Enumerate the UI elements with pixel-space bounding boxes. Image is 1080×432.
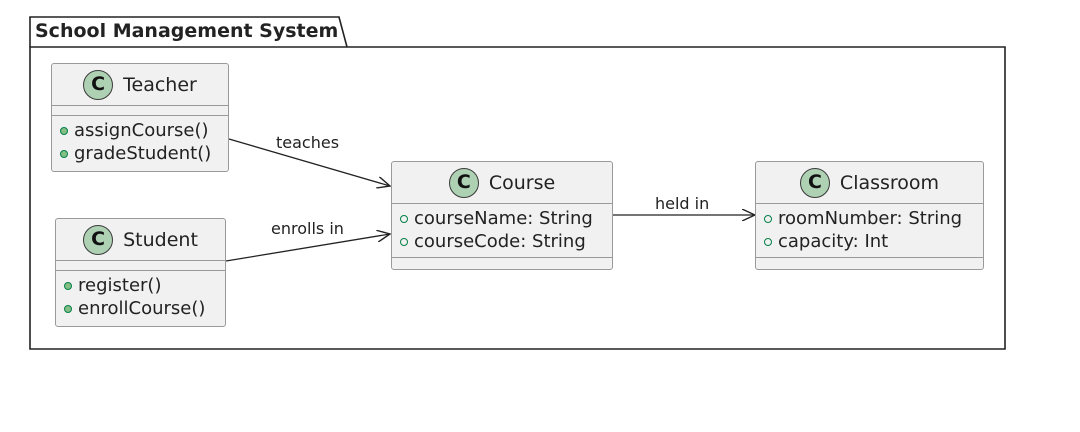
class-classroom[interactable]: C Classroom roomNumber: String capacity:…: [755, 161, 984, 270]
method-item: enrollCourse(): [64, 297, 217, 320]
class-name: Classroom: [839, 171, 940, 194]
method-item: assignCourse(): [60, 119, 220, 142]
held-in-label: held in: [655, 194, 710, 213]
class-header: C Teacher: [52, 64, 228, 106]
fields-compartment: roomNumber: String capacity: Int: [756, 204, 983, 258]
public-method-icon: [60, 126, 68, 135]
class-c-icon: C: [799, 167, 830, 198]
field-item: courseCode: String: [400, 230, 604, 253]
field-label: roomNumber: String: [778, 208, 963, 229]
package-frame: [29, 46, 1006, 350]
public-method-icon: [60, 149, 68, 158]
enrolls-in-arrow: [225, 234, 390, 262]
field-item: courseName: String: [400, 207, 604, 230]
teaches-label: teaches: [276, 133, 340, 152]
public-field-icon: [400, 237, 408, 246]
method-label: gradeStudent(): [74, 143, 212, 164]
method-label: register(): [78, 275, 162, 296]
class-name: Student: [123, 228, 198, 251]
enrolls-in-label: enrolls in: [271, 219, 344, 238]
public-method-icon: [64, 281, 72, 290]
method-item: register(): [64, 274, 217, 297]
fields-compartment: [56, 261, 225, 271]
class-c-icon: C: [83, 224, 114, 255]
method-label: enrollCourse(): [78, 298, 206, 319]
method-label: assignCourse(): [74, 120, 209, 141]
package-title: School Management System: [35, 20, 339, 42]
field-label: courseName: String: [414, 208, 593, 229]
field-label: courseCode: String: [414, 231, 586, 252]
field-item: roomNumber: String: [764, 207, 975, 230]
class-course[interactable]: C Course courseName: String courseCode: …: [391, 161, 613, 270]
method-item: gradeStudent(): [60, 142, 220, 165]
public-field-icon: [764, 214, 772, 223]
fields-compartment: [52, 106, 228, 116]
class-c-icon: C: [448, 167, 479, 198]
class-c-icon: C: [83, 69, 114, 100]
methods-compartment: register() enrollCourse(): [56, 271, 225, 324]
package-tab: [29, 16, 348, 48]
field-label: capacity: Int: [778, 231, 889, 252]
class-header: C Classroom: [756, 162, 983, 204]
class-name: Teacher: [123, 73, 197, 96]
class-header: C Course: [392, 162, 612, 204]
class-name: Course: [488, 171, 556, 194]
methods-compartment: assignCourse() gradeStudent(): [52, 116, 228, 169]
class-header: C Student: [56, 219, 225, 261]
methods-compartment: [392, 258, 612, 268]
public-field-icon: [764, 237, 772, 246]
fields-compartment: courseName: String courseCode: String: [392, 204, 612, 258]
public-field-icon: [400, 214, 408, 223]
methods-compartment: [756, 258, 983, 268]
public-method-icon: [64, 304, 72, 313]
field-item: capacity: Int: [764, 230, 975, 253]
class-student[interactable]: C Student register() enrollCourse(): [55, 218, 226, 327]
teaches-arrow: [228, 138, 390, 186]
class-teacher[interactable]: C Teacher assignCourse() gradeStudent(): [51, 63, 229, 172]
